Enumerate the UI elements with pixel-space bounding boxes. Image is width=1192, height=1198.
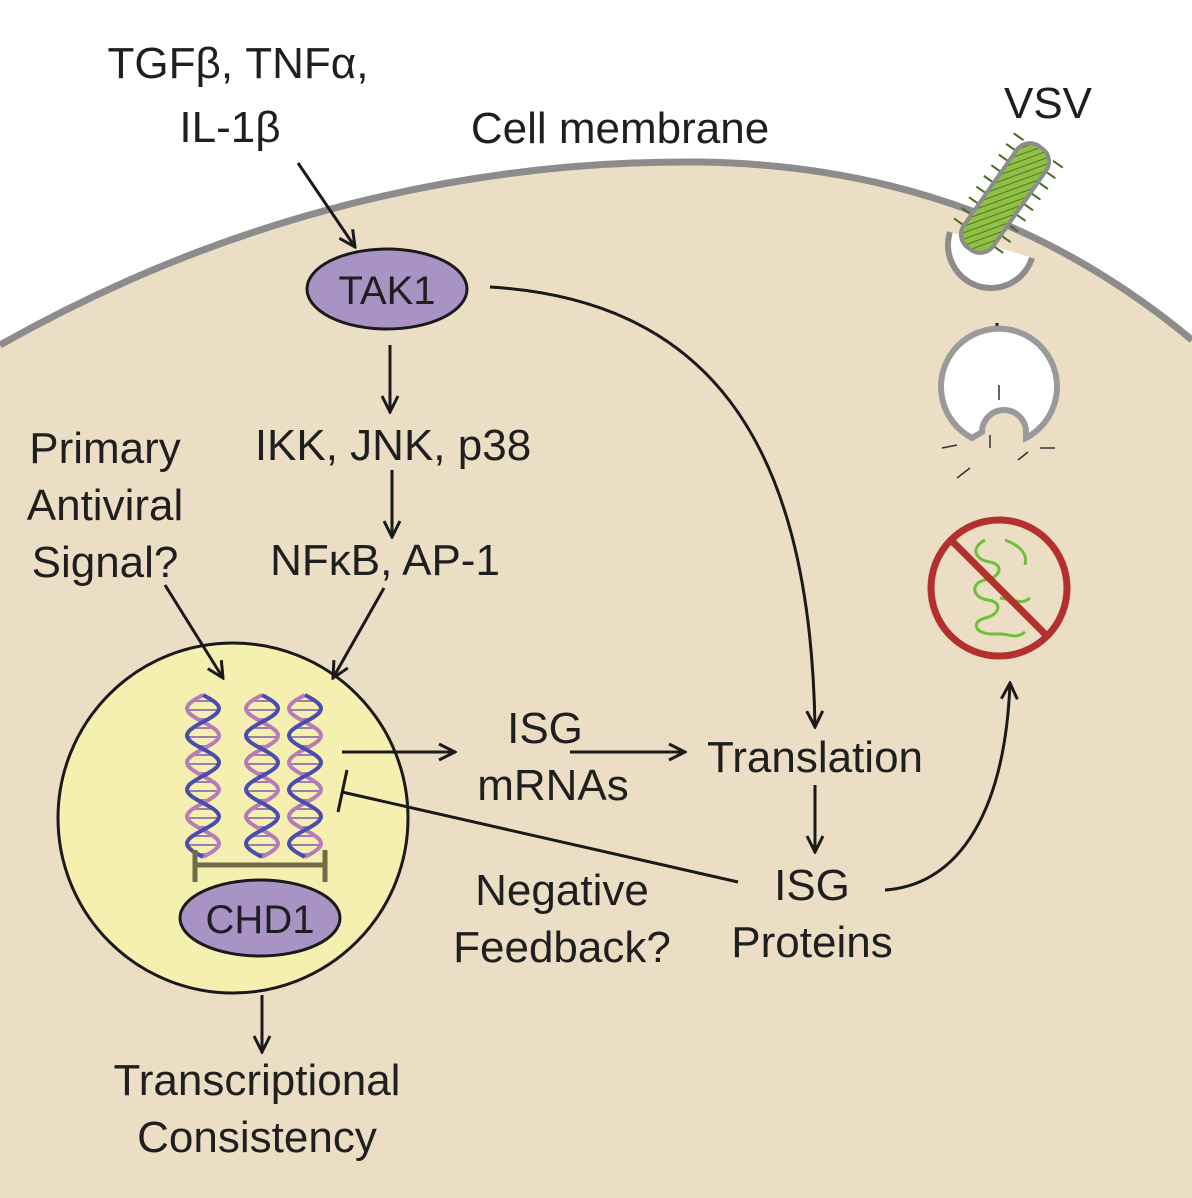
ligands-label-line2: IL-1β	[179, 103, 280, 152]
dna-helix	[286, 693, 324, 859]
primary-signal-label-line3: Signal?	[32, 538, 179, 587]
negative-feedback-label-line1: Negative	[475, 866, 649, 915]
arrow-tak1-to-translation	[489, 285, 815, 727]
isg-mrnas-label-line2: mRNAs	[477, 761, 629, 810]
vsv-label: VSV	[1004, 79, 1093, 128]
cell-membrane-label: Cell membrane	[471, 104, 769, 153]
isg-mrnas-label-line1: ISG	[507, 704, 583, 753]
arrow-isg-proteins-to-virus-block	[884, 683, 1010, 892]
blocked-viral-rna-icon	[927, 516, 1071, 660]
isg-proteins-label-line1: ISG	[774, 861, 850, 910]
dna-helix	[184, 693, 222, 859]
transcriptional-consistency-line2: Consistency	[137, 1113, 377, 1162]
ligands-label-line1: TGFβ, TNFα,	[108, 39, 369, 88]
primary-signal-label-line2: Antiviral	[27, 481, 184, 530]
transcription-factors-label: NFκB, AP-1	[270, 536, 500, 585]
kinases-label: IKK, JNK, p38	[255, 421, 531, 470]
negative-feedback-inhibition	[336, 769, 739, 884]
arrow-ligands-to-tak1	[296, 162, 355, 247]
chd1-bracket	[192, 850, 328, 882]
dna-helix	[243, 693, 281, 859]
arrow-primary-signal-to-nucleus	[163, 584, 223, 678]
cell-membrane	[0, 158, 1192, 349]
chd1-label: CHD1	[206, 898, 315, 942]
endosome-icon	[938, 325, 1060, 479]
isg-proteins-label-line2: Proteins	[731, 918, 892, 967]
tak1-label: TAK1	[338, 269, 435, 313]
negative-feedback-label-line2: Feedback?	[453, 923, 671, 972]
primary-signal-label-line1: Primary	[29, 424, 181, 473]
vsv-virion-icon	[945, 132, 1064, 292]
chd1-node: CHD1	[178, 878, 342, 958]
transcriptional-consistency-line1: Transcriptional	[114, 1056, 401, 1105]
dna-icon	[184, 693, 324, 859]
arrow-tfs-to-nucleus	[333, 587, 386, 678]
translation-label: Translation	[707, 733, 923, 782]
tak1-node: TAK1	[305, 247, 469, 331]
